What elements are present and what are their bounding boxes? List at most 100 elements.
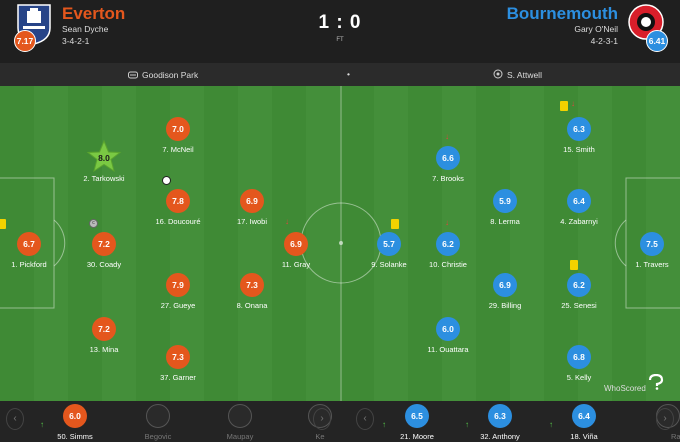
substitutes-bar: ‹ ↑ 6.0 50. Simms Begovic Maupay Ke › ‹ … <box>0 401 680 442</box>
home-player-coady[interactable]: c 7.2 30. Coady <box>59 219 149 278</box>
player-name: 29. Billing <box>488 301 522 310</box>
pitch: 6.7 1. Pickford c 7.2 30. Coady 8.0 2. T… <box>0 86 680 401</box>
player-name: 27. Gueye <box>160 301 196 310</box>
home-player-doucoure[interactable]: 7.8 16. Doucouré <box>133 176 223 235</box>
player-rating: 7.9 <box>166 273 190 297</box>
subbed-off-arrow-icon: ↓ <box>571 99 575 108</box>
player-rating: 6.9 <box>240 189 264 213</box>
player-rating: 6.5 <box>405 404 429 428</box>
yellow-card-icon <box>560 101 568 111</box>
subbed-on-arrow-icon: ↑ <box>382 420 386 429</box>
away-player-brooks[interactable]: ↓ 6.6 7. Brooks <box>403 132 493 192</box>
whistle-icon <box>493 69 503 79</box>
player-rating: 5.9 <box>493 189 517 213</box>
home-sub-simms[interactable]: ↑ 6.0 50. Simms <box>30 401 120 442</box>
home-player-mcneil[interactable]: 7.0 7. McNeil <box>133 117 223 163</box>
player-name: 18. Viña <box>570 432 598 441</box>
away-player-zabarnyi[interactable]: 6.4 4. Zabarnyi <box>534 189 624 235</box>
player-rating: 7.0 <box>166 117 190 141</box>
subbed-off-arrow-icon: ↓ <box>445 218 449 227</box>
player-rating: 6.2 <box>567 273 591 297</box>
player-rating: 6.6 <box>436 146 460 170</box>
away-subs-prev-arrow-icon[interactable]: ‹ <box>356 408 374 430</box>
whoscored-question-icon <box>648 374 664 390</box>
away-player-christie[interactable]: ↓ 6.2 10. Christie <box>403 218 493 278</box>
player-name: 37. Garner <box>160 373 196 382</box>
player-rating: 6.9 <box>493 273 517 297</box>
player-rating: 7.2 <box>92 232 116 256</box>
away-sub-moore[interactable]: ↑ 6.5 21. Moore <box>372 401 462 442</box>
player-rating: 7.5 <box>640 232 664 256</box>
whoscored-logo[interactable]: WhoScored <box>604 384 646 393</box>
away-team-name[interactable]: Bournemouth <box>506 4 618 23</box>
home-manager: Sean Dyche <box>62 24 109 34</box>
empty-rating-circle <box>228 404 252 428</box>
man-of-the-match-star-icon: 8.0 <box>86 139 122 175</box>
home-player-mina[interactable]: 7.2 13. Mina <box>59 317 149 363</box>
home-subs-next-arrow-icon[interactable]: › <box>313 408 331 430</box>
home-player-gueye[interactable]: 7.9 27. Gueye <box>133 273 223 319</box>
away-player-travers[interactable]: 7.5 1. Travers <box>607 232 680 278</box>
away-player-senesi[interactable]: 6.2 25. Senesi <box>534 260 624 319</box>
player-name: 4. Zabarnyi <box>560 217 598 226</box>
player-name: 11. Ouattara <box>427 345 469 354</box>
player-rating: 6.8 <box>567 345 591 369</box>
home-sub-maupay[interactable]: Maupay <box>195 401 285 442</box>
away-player-ouattara[interactable]: 6.0 11. Ouattara <box>403 317 493 363</box>
player-rating: 6.3 <box>488 404 512 428</box>
player-rating: 7.8 <box>166 189 190 213</box>
player-name: 15. Smith <box>563 145 595 154</box>
home-sub-begovic[interactable]: Begovic <box>113 401 203 442</box>
captain-icon: c <box>89 219 98 228</box>
home-team-name[interactable]: Everton <box>62 4 126 23</box>
away-player-lerma[interactable]: 5.9 8. Lerma <box>460 189 550 235</box>
home-player-onana[interactable]: 7.3 8. Onana <box>207 273 297 319</box>
yellow-card-icon <box>570 260 578 270</box>
home-player-garner[interactable]: 7.3 37. Garner <box>133 345 223 391</box>
player-rating: 6.3 <box>567 117 591 141</box>
player-name: 11. Gray <box>281 260 311 269</box>
yellow-card-icon <box>391 219 399 229</box>
away-sub-anthony[interactable]: ↑ 6.3 32. Anthony <box>455 401 545 442</box>
match-score: 1 : 0 <box>318 12 362 33</box>
away-player-kelly[interactable]: 6.8 5. Kelly <box>534 345 624 391</box>
player-rating: 6.7 <box>17 232 41 256</box>
player-rating: 6.0 <box>436 317 460 341</box>
player-name: 21. Moore <box>400 432 434 441</box>
home-subs-prev-arrow-icon[interactable]: ‹ <box>6 408 24 430</box>
player-name: 16. Doucouré <box>155 217 201 226</box>
subbed-off-arrow-icon: ↓ <box>285 217 289 226</box>
player-name: Ran <box>671 432 680 441</box>
home-player-tarkowski[interactable]: 8.0 2. Tarkowski <box>59 139 149 192</box>
away-sub-vina[interactable]: ↑ 6.4 18. Viña <box>539 401 629 442</box>
player-name: Ke <box>315 432 325 441</box>
player-name: 1. Pickford <box>11 260 47 269</box>
home-team-rating: 7.17 <box>14 30 36 52</box>
away-player-smith[interactable]: ↓ 6.3 15. Smith <box>534 99 624 163</box>
home-player-pickford[interactable]: 6.7 1. Pickford <box>0 219 74 278</box>
away-player-solanke[interactable]: 5.7 9. Solanke <box>344 219 434 278</box>
referee-label: S. Attwell <box>507 70 542 80</box>
player-rating: 7.3 <box>240 273 264 297</box>
player-name: 7. Brooks <box>432 174 464 183</box>
subbed-off-arrow-icon: ↓ <box>445 132 449 141</box>
player-name: 2. Tarkowski <box>83 174 125 183</box>
venue-label: Goodison Park <box>142 70 199 80</box>
home-player-gray[interactable]: ↓ 6.9 11. Gray <box>251 217 341 278</box>
away-subs-next-arrow-icon[interactable]: › <box>656 408 674 430</box>
player-name: Maupay <box>226 432 254 441</box>
player-name: 10. Christie <box>429 260 467 269</box>
player-rating: 5.7 <box>377 232 401 256</box>
player-name: 25. Senesi <box>561 301 597 310</box>
home-formation: 3-4-2-1 <box>62 36 90 46</box>
player-name: 5. Kelly <box>566 373 592 382</box>
away-team-rating: 6.41 <box>646 30 668 52</box>
player-name: 32. Anthony <box>480 432 520 441</box>
player-rating: 6.0 <box>63 404 87 428</box>
away-player-billing[interactable]: 6.9 29. Billing <box>460 273 550 319</box>
stadium-icon <box>128 71 138 79</box>
player-name: 1. Travers <box>635 260 669 269</box>
home-player-iwobi[interactable]: 6.9 17. Iwobi <box>207 189 297 235</box>
player-name: 8. Lerma <box>490 217 520 226</box>
